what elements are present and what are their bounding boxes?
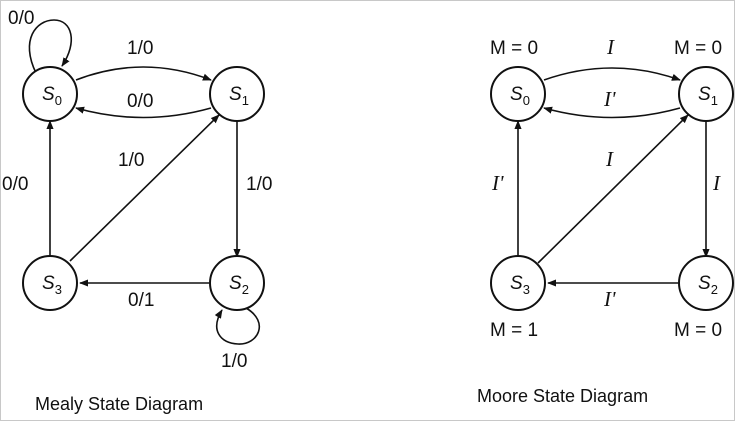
- mealy-label-self-s2: 1/0: [221, 351, 247, 372]
- mealy-label-s2-s3: 0/1: [128, 290, 154, 311]
- mealy-label-s3-s0: 0/0: [2, 174, 28, 195]
- mealy-edge-s1-s0: [75, 106, 212, 119]
- svg-text:S2: S2: [698, 273, 718, 297]
- mealy-state-s2: S2: [209, 255, 265, 311]
- moore-label-s0-s1: I: [606, 35, 615, 59]
- mealy-self-loop-s2: [214, 307, 260, 345]
- svg-text:S0: S0: [510, 84, 530, 108]
- mealy-diagram: S0 S1 S2 S3 0/0 1/0 0/0 1/0 0/0 1/0 0/1 …: [2, 8, 272, 414]
- moore-edge-s1-s0: [543, 106, 681, 119]
- mealy-label-s0-s1: 1/0: [127, 38, 153, 59]
- mealy-self-loop-s0: [28, 19, 72, 74]
- svg-text:S1: S1: [698, 84, 718, 108]
- moore-edge-s0-s1: [543, 67, 681, 81]
- moore-caption: Moore State Diagram: [477, 386, 648, 406]
- svg-text:S3: S3: [510, 273, 530, 297]
- moore-label-s3-s1: I: [605, 147, 614, 171]
- mealy-state-s3: S3: [22, 255, 78, 311]
- mealy-state-s1: S1: [209, 66, 265, 122]
- moore-state-s1: S1: [678, 66, 734, 122]
- svg-text:S3: S3: [42, 273, 62, 297]
- mealy-label-self-s0: 0/0: [8, 8, 34, 29]
- svg-text:S2: S2: [229, 273, 249, 297]
- moore-edge-s3-s1: [537, 114, 689, 264]
- mealy-label-s1-s2: 1/0: [246, 174, 272, 195]
- svg-text:S0: S0: [42, 84, 62, 108]
- mealy-label-s3-s1: 1/0: [118, 150, 144, 171]
- mealy-edge-s0-s1: [75, 66, 212, 81]
- moore-diagram: S0 S1 S2 S3 M = 0 M = 0 M = 1 M = 0 I I'…: [477, 35, 734, 406]
- mealy-caption: Mealy State Diagram: [35, 394, 203, 414]
- svg-text:S1: S1: [229, 84, 249, 108]
- moore-label-s1-s0: I': [603, 87, 616, 111]
- mealy-state-s0: S0: [22, 66, 78, 122]
- moore-state-s3: S3: [490, 255, 546, 311]
- moore-label-s2-s3: I': [603, 287, 616, 311]
- moore-label-s1-s2: I: [712, 171, 721, 195]
- mealy-edge-s3-s1: [69, 114, 220, 262]
- moore-output-s1: M = 0: [674, 38, 722, 59]
- moore-output-s3: M = 1: [490, 320, 538, 341]
- mealy-label-s1-s0: 0/0: [127, 91, 153, 112]
- moore-output-s0: M = 0: [490, 38, 538, 59]
- moore-label-s3-s0: I': [491, 171, 504, 195]
- moore-state-s0: S0: [490, 66, 546, 122]
- moore-state-s2: S2: [678, 255, 734, 311]
- moore-output-s2: M = 0: [674, 320, 722, 341]
